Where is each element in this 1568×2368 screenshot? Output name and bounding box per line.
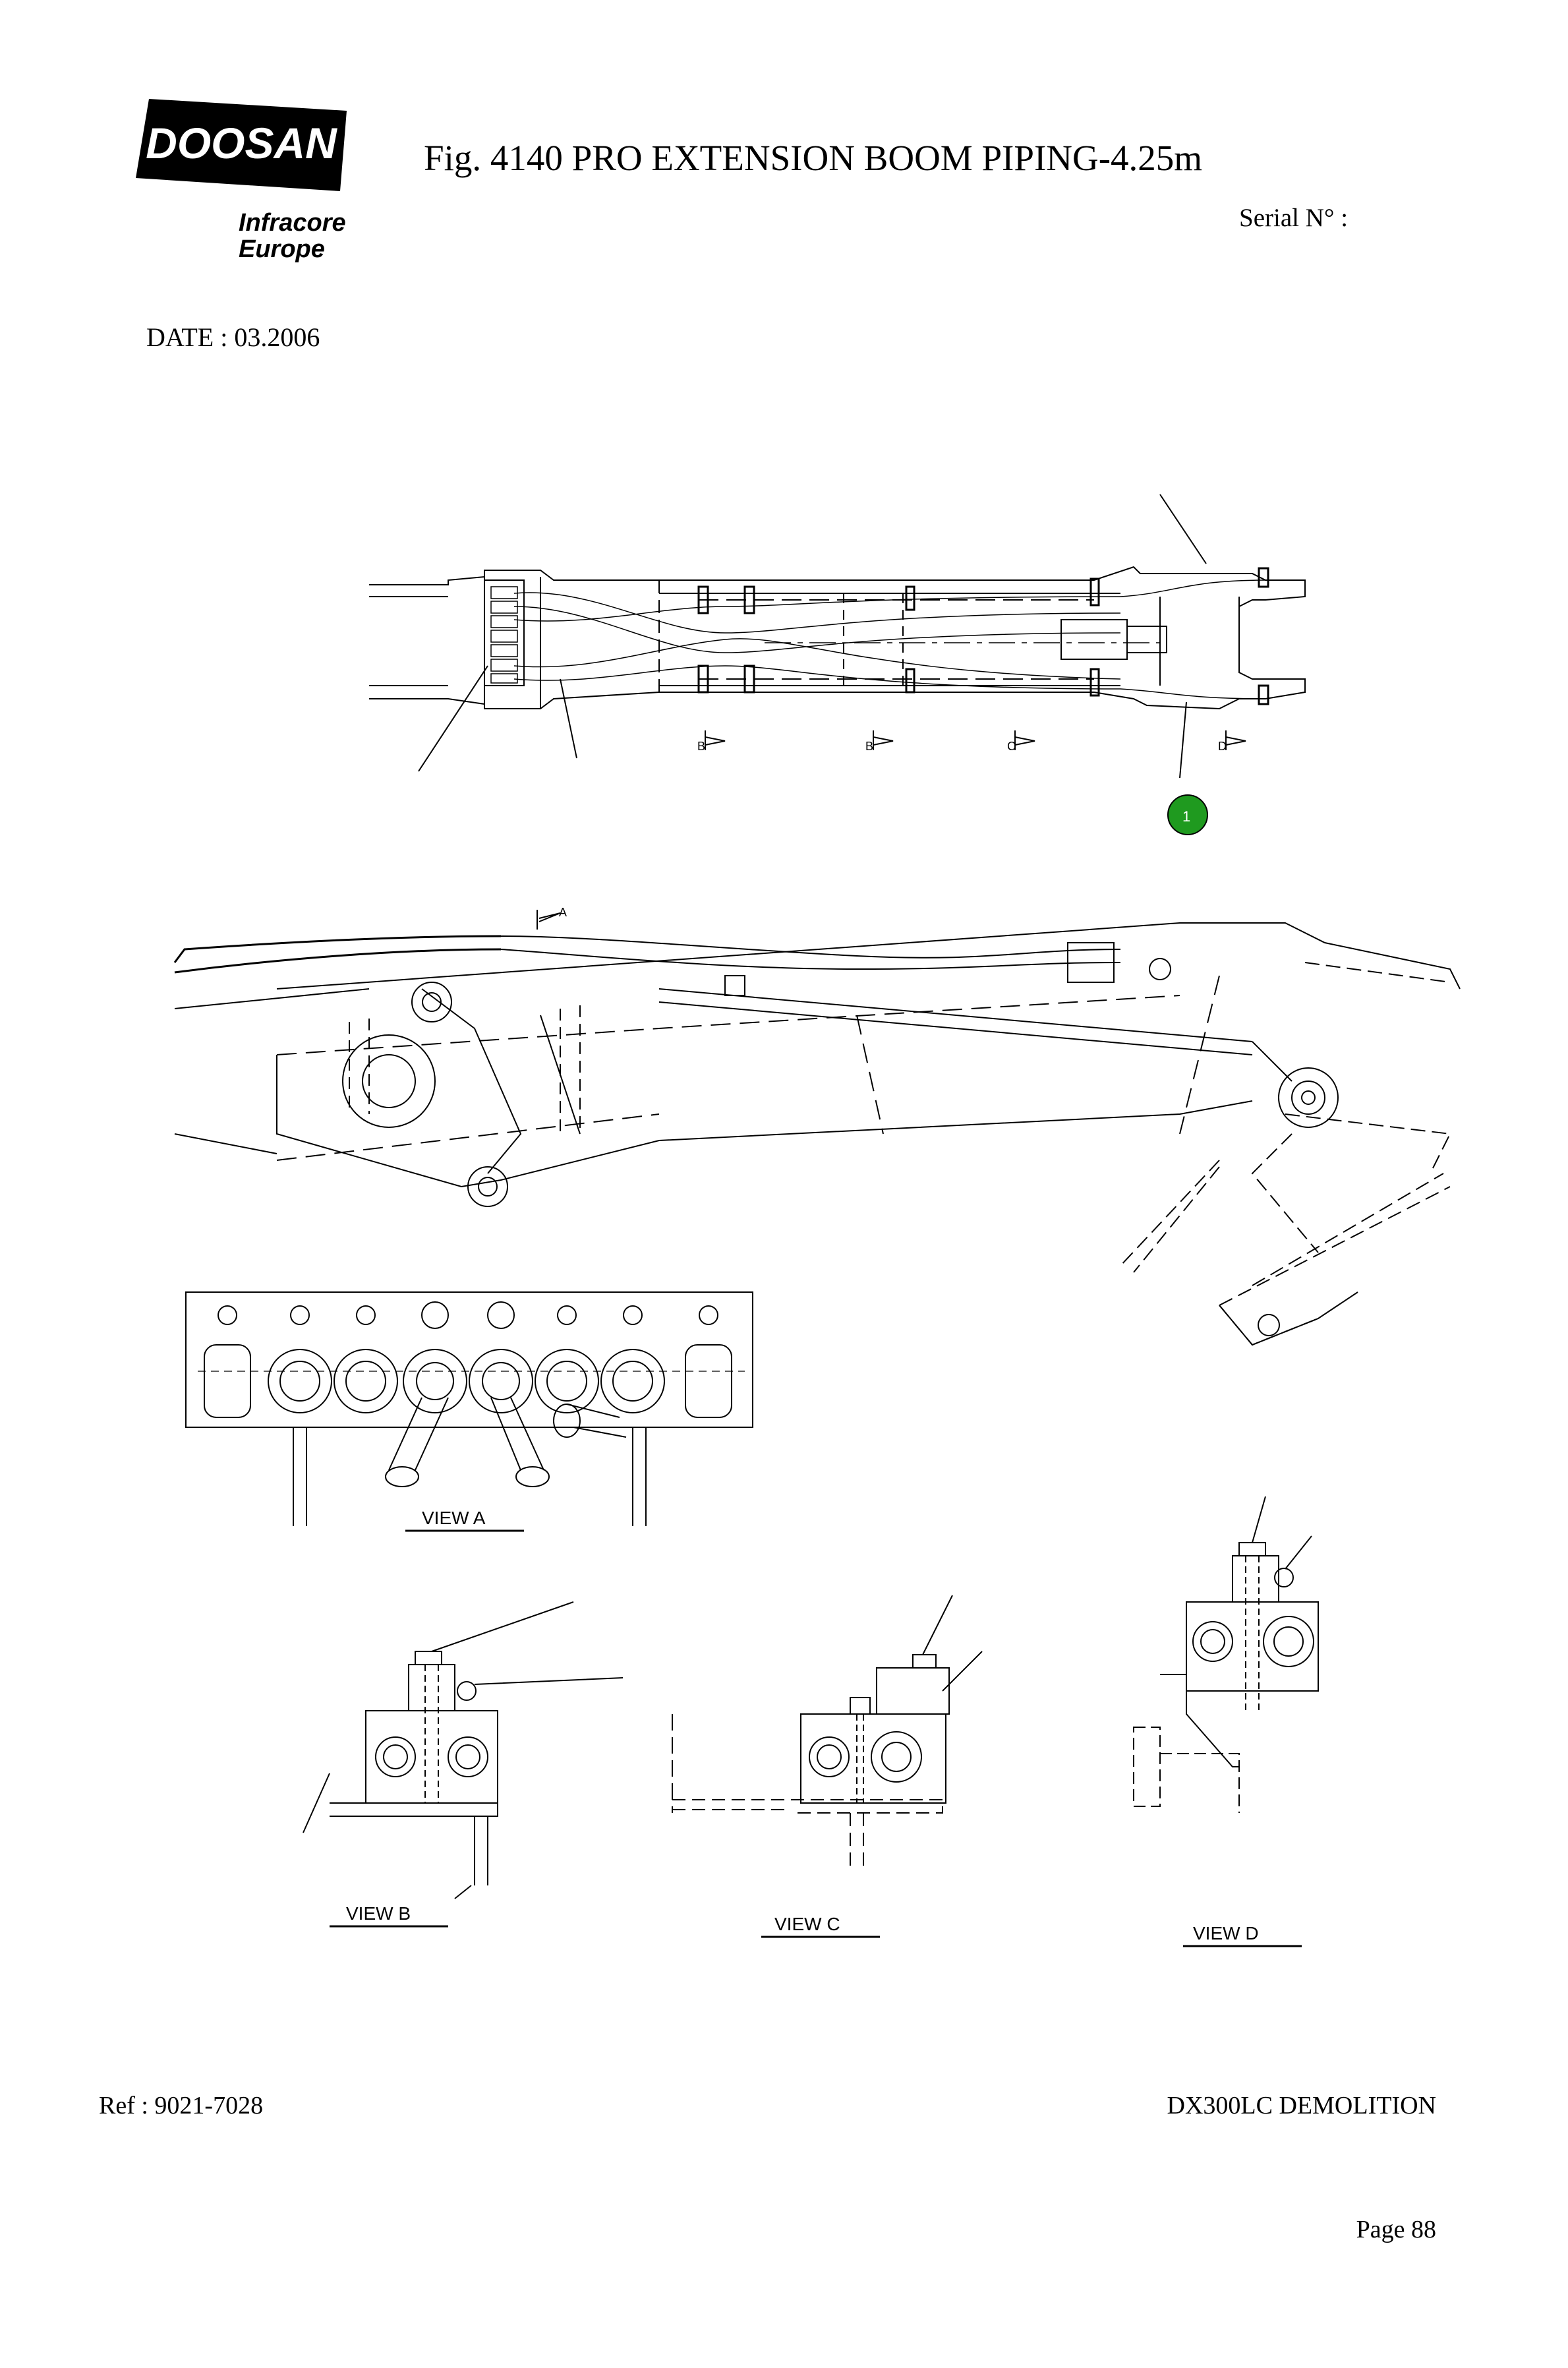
doosan-logo-text: DOOSAN <box>146 119 337 167</box>
view-b-label: VIEW B <box>346 1903 411 1924</box>
item-balloon-number: 1 <box>1182 808 1190 825</box>
boom-plan-view <box>369 494 1306 779</box>
section-marker-b1: B <box>697 740 705 753</box>
reference-number: Ref : 9021-7028 <box>99 2092 264 2119</box>
view-b-drawing <box>303 1601 624 1928</box>
view-a-label: VIEW A <box>422 1508 486 1528</box>
section-marker-c: C <box>1007 740 1016 753</box>
view-c-label: VIEW C <box>774 1914 840 1934</box>
view-d-drawing <box>1133 1496 1319 1947</box>
section-marker-d: D <box>1218 740 1227 753</box>
brand-subtitle: Infracore Europe <box>239 210 346 262</box>
brand-sub-line1: Infracore <box>239 209 346 237</box>
machine-model: DX300LC DEMOLITION <box>1167 2092 1436 2119</box>
doosan-logo: DOOSAN <box>129 92 353 198</box>
view-d-label: VIEW D <box>1193 1923 1259 1943</box>
serial-number-label: Serial N° : <box>1239 204 1349 232</box>
section-marker-b2: B <box>865 740 873 753</box>
section-markers <box>705 730 1246 750</box>
date-label: DATE : 03.2006 <box>146 322 320 352</box>
item-balloon-1 <box>1167 794 1208 835</box>
callout-a: A <box>559 906 567 919</box>
figure-title: Fig. 4140 PRO EXTENSION BOOM PIPING-4.25… <box>424 138 1203 178</box>
boom-side-view <box>173 910 1461 1346</box>
brand-sub-line2: Europe <box>239 235 325 263</box>
page-number: Page 88 <box>1356 2216 1436 2243</box>
view-a-drawing <box>185 1291 753 1532</box>
doosan-logo-mark: DOOSAN <box>136 99 347 191</box>
view-c-drawing <box>672 1595 983 1938</box>
